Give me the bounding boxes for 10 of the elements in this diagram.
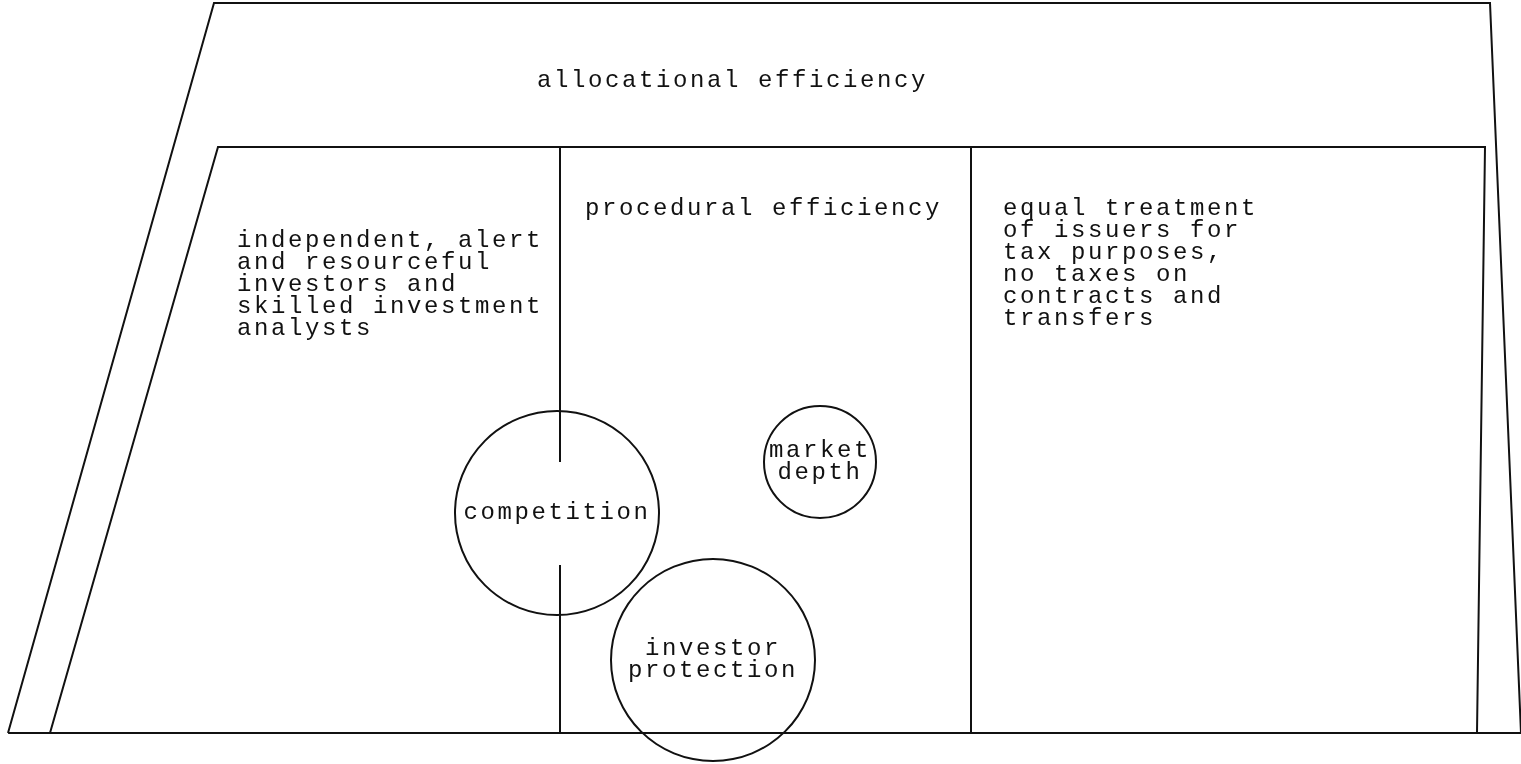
circle-label: investor protection [627, 638, 799, 682]
circle [763, 405, 877, 519]
circle [454, 410, 660, 616]
circle-label: competition [463, 502, 651, 524]
section-heading: procedural efficiency [585, 198, 944, 220]
panel-text: independent, alert and resourceful investors and skilled investment analysts [237, 230, 545, 340]
circle [610, 558, 816, 762]
heading-label: allocational efficiency [537, 70, 930, 92]
circle-label: market depth [768, 440, 872, 484]
panel-text: equal treatment of issuers for tax purposes, no taxes on contracts and transfers [1003, 198, 1260, 330]
